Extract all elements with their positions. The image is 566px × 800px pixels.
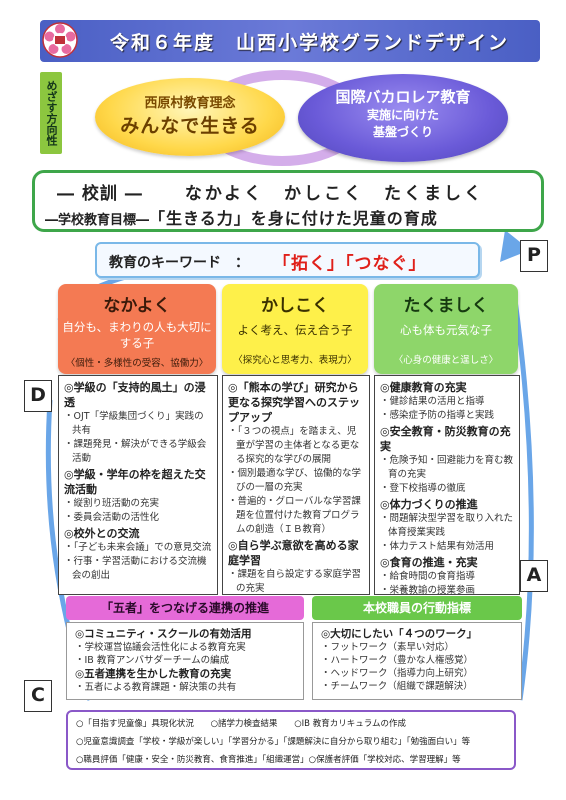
page-title: 令和６年度 山西小学校グランドデザイン [110, 31, 510, 54]
list-item: ・課題を自ら設定する家庭学習の充実 [228, 569, 362, 594]
school-emblem-icon [42, 22, 78, 58]
cycle-arrowhead [500, 230, 530, 262]
evaluation-row-1: ○「目指す児童像」具現化状況 ○諸学力検査結果 ○IB 教育カリキュラムの作成 [76, 715, 506, 733]
list-item: ・栄養教諭の授業参画 [380, 585, 476, 595]
column-title: かしこく [261, 296, 329, 316]
cooperation-header: 「五者」をつなげる連携の推進 [66, 596, 304, 620]
list-item: ・給食時間の食育指導 [380, 571, 476, 582]
list-item: ・ヘッドワーク（指導力向上研究） [321, 668, 474, 679]
pdca-d: D [24, 380, 52, 412]
list-item: ・普遍的・グローバルな学習課題を位置付けた教育プログラムの創造（ＩＢ教育） [228, 496, 361, 535]
column-title: なかよく [103, 296, 171, 316]
evaluation-item: ○「目指す児童像」具現化状況 [76, 719, 194, 729]
motto-row: ― 校訓 ― なかよく かしこく たくましく [57, 179, 527, 204]
column-note: 〈探究心と思考力、表現力〉 [233, 355, 357, 366]
column-title: たくましく [403, 296, 489, 316]
list-item: ・委員会活動の活性化 [64, 512, 160, 523]
list-item: ・縦割り班活動の充実 [64, 498, 160, 509]
ib-education-bubble: 国際バカロレア教育 実施に向けた 基盤づくり [298, 74, 508, 162]
list-item: ・「子ども未来会議」での意見交流 [64, 542, 212, 553]
motto-label: ― 校訓 ― [57, 184, 143, 204]
evaluation-item: ○諸学力検査結果 [210, 719, 278, 729]
list-item: ・行事・学習活動における交流機会の創出 [64, 556, 207, 581]
list-heading: ◎大切にしたい「４つのワーク」 [321, 628, 478, 640]
list-item: ・「３つの視点」を踏まえ、児童が学習の主体者となる更なる探究的な学びの展開 [228, 426, 360, 465]
evaluation-row-3: ○職員評価「健康・安全・防災教育、食育推進」「組織運営」○保護者評価「学校対応、… [76, 755, 461, 765]
list-item: ・ハートワーク（豊かな人権感覚） [321, 655, 474, 666]
list-heading: ◎体力づくりの推進 [380, 498, 478, 511]
title-banner: 令和６年度 山西小学校グランドデザイン [40, 20, 540, 62]
keyword-value: 「拓く」「つなぐ」 [273, 254, 427, 274]
pdca-c: C [24, 680, 52, 712]
column-note: 〈心身の健康と逞しさ〉 [393, 355, 499, 366]
column-note: 〈個性・多様性の受容、協働力〉 [65, 358, 209, 369]
list-item: ・個別最適な学び、協働的な学びの一層の充実 [228, 468, 362, 493]
pdca-p: P [520, 240, 548, 272]
column-subtitle: 自分も、まわりの人も大切にする子 [62, 320, 212, 350]
ib-heading: 国際バカロレア教育 [335, 88, 471, 106]
list-item: ・学校運営協議会活性化による教育充実 [75, 642, 246, 653]
evaluation-row-2: ○児童意識調査「学校・学級が楽しい」「学習分かる」「課題解決に自分から取り組む」… [76, 737, 471, 747]
list-heading: ◎コミュニティ・スクールの有効活用 [75, 628, 252, 640]
nakayoku-header: なかよく 自分も、まわりの人も大切にする子 〈個性・多様性の受容、協働力〉 [58, 284, 216, 374]
list-item: ・問題解決型学習を取り入れた体育授業実践 [380, 513, 514, 538]
list-heading: ◎五者連携を生かした教育の充実 [75, 668, 232, 680]
cooperation-list: ◎コミュニティ・スクールの有効活用・学校運営協議会活性化による教育充実・IB 教… [66, 622, 304, 700]
list-heading: ◎校外との交流 [64, 527, 140, 540]
goal-value: 「生きる力」を身に付けた児童の育成 [149, 209, 438, 228]
evaluation-item: ○IB 教育カリキュラムの作成 [294, 719, 406, 729]
staff-header: 本校職員の行動指標 [312, 596, 522, 620]
list-heading: ◎自ら学ぶ意欲を高める家庭学習 [228, 539, 359, 567]
list-item: ・OJT「学級集団づくり」実践の共有 [64, 411, 204, 436]
list-item: ・チームワーク（組織で課題解決） [321, 681, 473, 692]
cycle-arc-right [512, 299, 534, 701]
list-item: ・危険予知・回避能力を育む教育の充実 [380, 455, 514, 480]
ib-line-2: 実施に向けた [366, 108, 439, 122]
pdca-a: A [520, 560, 548, 592]
philosophy-slogan: みんなで生きる [120, 115, 260, 137]
list-item: ・課題発見・解決ができる学級会活動 [64, 439, 207, 464]
list-item: ・IB 教育アンバサダーチームの編成 [75, 655, 230, 666]
goal-label: ―学校教育目標― [45, 213, 150, 228]
vision-label: めざす方向性 [40, 72, 62, 154]
kashikoku-header: かしこく よく考え、伝え合う子 〈探究心と思考力、表現力〉 [222, 284, 368, 374]
nakayoku-list: ◎学級の「支持的風土」の浸透・OJT「学級集団づくり」実践の共有・課題発見・解決… [58, 375, 218, 595]
list-heading: ◎学級の「支持的風土」の浸透 [64, 381, 206, 409]
takumashiku-header: たくましく 心も体も元気な子 〈心身の健康と逞しさ〉 [374, 284, 518, 374]
list-heading: ◎食育の推進・充実 [380, 556, 478, 569]
list-heading: ◎健康教育の充実 [380, 381, 467, 394]
list-item: ・健診結果の活用と指導 [380, 396, 485, 407]
philosophy-heading: 西原村教育理念 [144, 96, 236, 111]
education-keyword-box: 教育のキーワード ： 「拓く」「つなぐ」 [95, 242, 480, 278]
staff-list: ◎大切にしたい「４つのワーク」・フットワーク（素早い対応） ・ハートワーク（豊かな… [312, 622, 522, 700]
list-heading: ◎「熊本の学び」研究から更なる探究学習へのステップアップ [228, 381, 360, 424]
list-item: ・体力テスト結果有効活用 [380, 541, 495, 552]
goal-row: ―学校教育目標―「生きる力」を身に付けた児童の育成 [45, 205, 535, 229]
motto-value: なかよく かしこく たくましく [184, 184, 484, 204]
list-heading: ◎学級・学年の枠を超えた交流活動 [64, 468, 206, 496]
school-motto-box: ― 校訓 ― なかよく かしこく たくましく ―学校教育目標―「生きる力」を身に付… [32, 170, 544, 232]
ib-line-3: 基盤づくり [372, 125, 433, 139]
kashikoku-list: ◎「熊本の学び」研究から更なる探究学習へのステップアップ・「３つの視点」を踏まえ… [222, 375, 370, 595]
list-item: ・フットワーク（素早い対応） [321, 642, 455, 653]
list-item: ・五者による教育課題・解決策の共有 [75, 682, 237, 693]
column-subtitle: よく考え、伝え合う子 [237, 323, 353, 337]
list-item: ・感染症予防の指導と実践 [380, 410, 495, 421]
list-item: ・登下校指導の徹底 [380, 483, 466, 494]
list-heading: ◎安全教育・防災教育の充実 [380, 425, 511, 453]
evaluation-box: ○「目指す児童像」具現化状況 ○諸学力検査結果 ○IB 教育カリキュラムの作成 … [66, 710, 516, 770]
keyword-label: 教育のキーワード ： [109, 255, 249, 271]
village-philosophy-bubble: 西原村教育理念 みんなで生きる [95, 78, 285, 156]
column-subtitle: 心も体も元気な子 [400, 323, 492, 337]
takumashiku-list: ◎健康教育の充実・健診結果の活用と指導・感染症予防の指導と実践 ◎安全教育・防災教… [374, 375, 520, 595]
